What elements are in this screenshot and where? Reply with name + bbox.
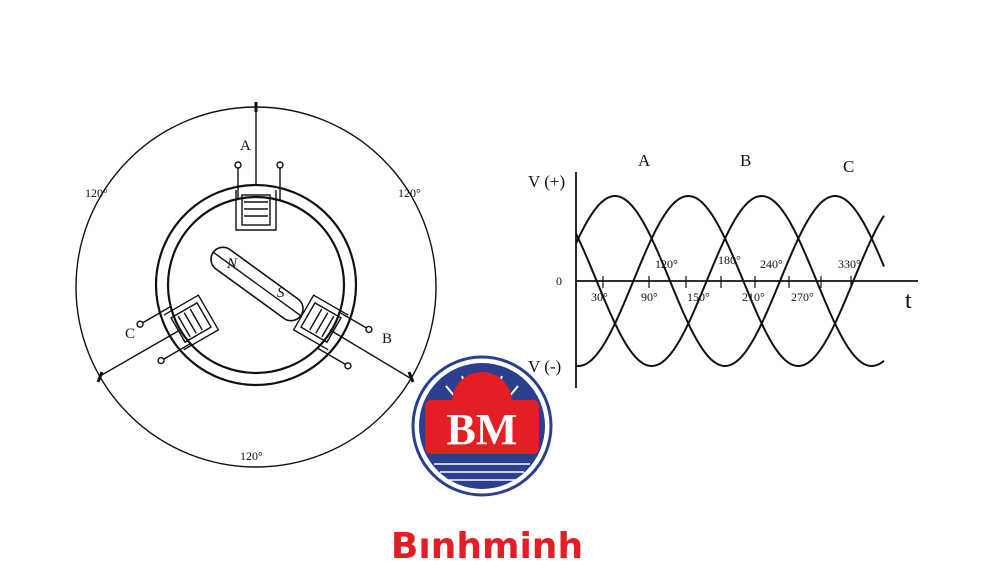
radial-line-b xyxy=(329,329,411,379)
angle-below-270: 270° xyxy=(791,290,814,304)
curve-a xyxy=(575,195,885,367)
rising-sun-icon xyxy=(452,372,512,402)
v-negative-label: V (-) xyxy=(528,357,561,376)
logo-red-band xyxy=(425,400,539,454)
angle-above-120: 120° xyxy=(655,257,678,271)
logo-monogram: BM xyxy=(447,405,518,454)
phase-b-label: B xyxy=(382,331,392,347)
pole-b xyxy=(292,294,373,370)
angle-label-right: 120° xyxy=(398,186,421,200)
v-positive-label: V (+) xyxy=(528,172,565,191)
angle-below-90: 90° xyxy=(641,290,658,304)
radial-line-c xyxy=(99,329,181,377)
brand-name: Bınhminh xyxy=(391,526,583,567)
curve-b xyxy=(575,194,885,368)
pole-s-label: S xyxy=(277,285,285,301)
bm-logo: BM xyxy=(411,355,553,497)
pole-a xyxy=(234,161,284,231)
t-axis-label: t xyxy=(905,288,912,314)
rotor-magnet xyxy=(210,246,304,322)
angle-label-bottom: 120° xyxy=(240,449,263,463)
motor-diagram xyxy=(75,102,437,468)
t-axis-ticks xyxy=(602,276,852,288)
logo-stripes xyxy=(434,463,530,481)
angle-below-30: 30° xyxy=(591,290,608,304)
curve-label-b: B xyxy=(740,151,751,170)
origin-label: 0 xyxy=(556,274,562,288)
angle-above-330: 330° xyxy=(838,257,861,271)
angle-above-240: 240° xyxy=(760,257,783,271)
waveform-chart xyxy=(575,172,918,388)
angle-below-210: 210° xyxy=(742,290,765,304)
curve-label-c: C xyxy=(843,157,854,176)
stator-inner-ring xyxy=(166,195,346,375)
pole-c xyxy=(136,294,220,365)
pole-n-label: N xyxy=(226,256,238,272)
curve-label-a: A xyxy=(638,151,651,170)
tick-right xyxy=(407,371,415,383)
phase-c-label: C xyxy=(125,326,135,342)
tick-left xyxy=(96,371,104,383)
angle-label-left: 120° xyxy=(85,186,108,200)
angle-below-150: 150° xyxy=(687,290,710,304)
phase-a-label: A xyxy=(240,138,251,154)
angle-above-180: 180° xyxy=(718,253,741,267)
curve-c xyxy=(575,194,885,368)
